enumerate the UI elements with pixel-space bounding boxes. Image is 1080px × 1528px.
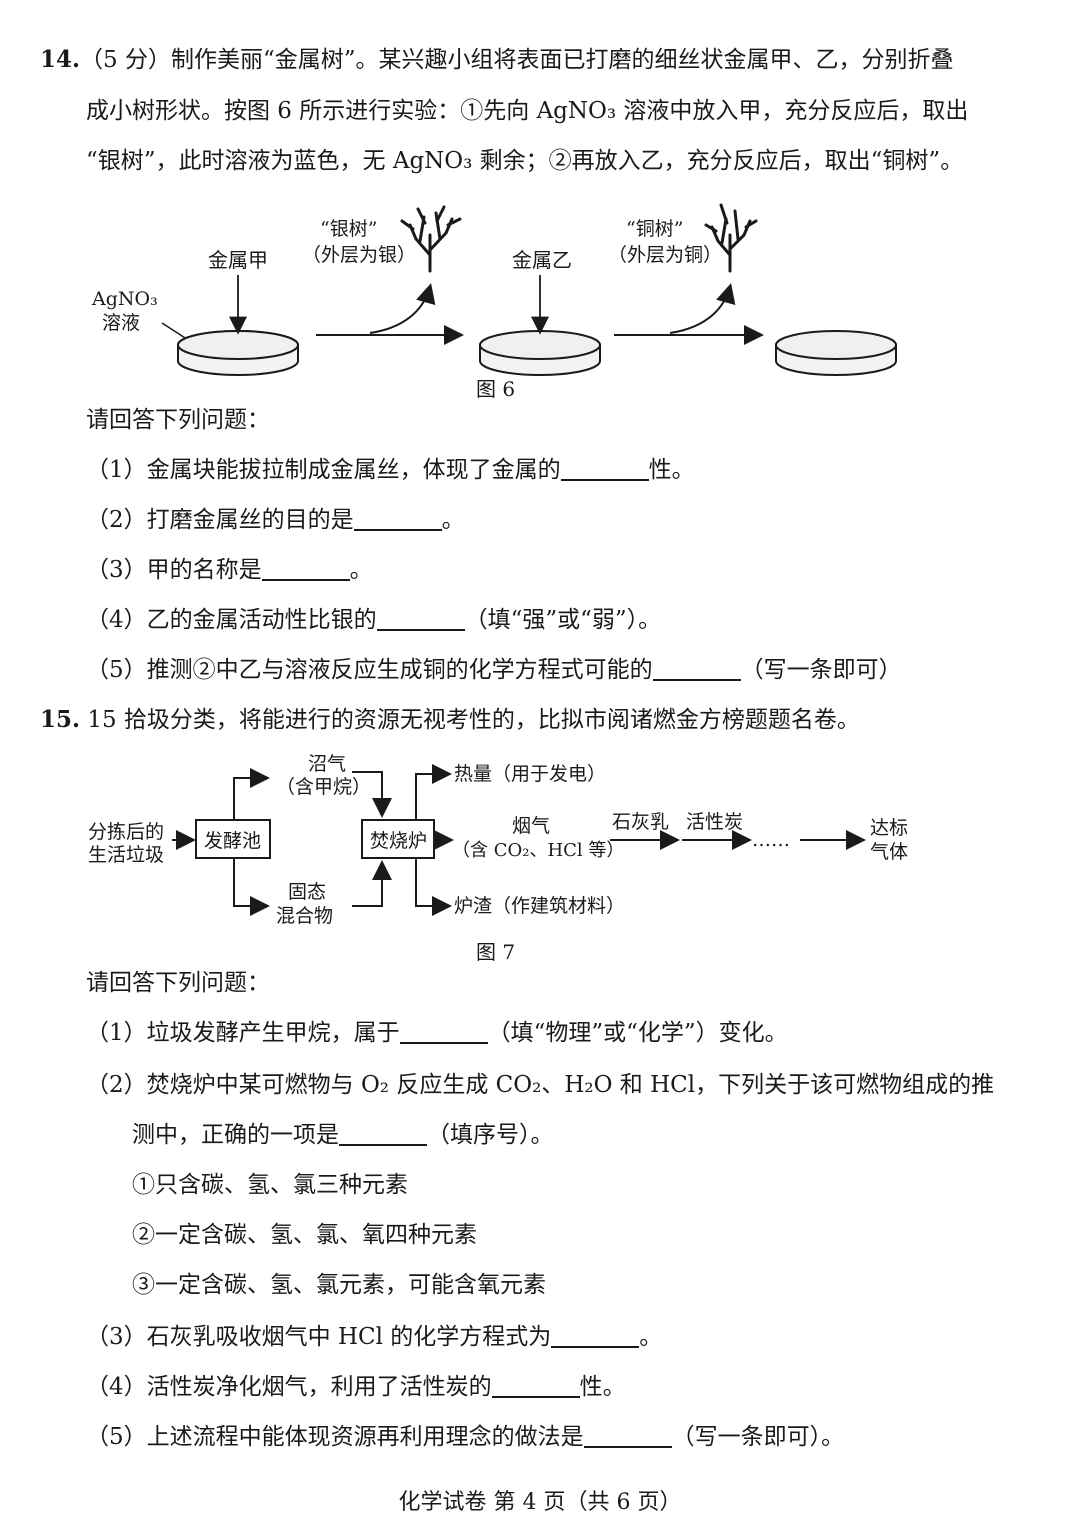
clean-gas-label-2: 气体 <box>870 841 908 863</box>
q15-sub-2-end: （填序号）。 <box>427 1122 554 1148</box>
flue-gas-label: 烟气 <box>512 815 550 837</box>
biogas-note: （含甲烷） <box>276 776 371 798</box>
q14-answer-blank-3[interactable] <box>261 557 350 581</box>
figure-7-flowchart: 分拣后的 生活垃圾 发酵池 沼气 （含甲烷） 固态 混合物 焚烧炉 热量（用于发… <box>88 753 908 927</box>
q14-answer-blank-2[interactable] <box>353 507 442 531</box>
q15-sub-4-end: 性。 <box>579 1374 626 1400</box>
q15-sub-2-line-2: 测中，正确的一项是 （填序号）。 <box>132 1120 554 1150</box>
q14-sub-2: （2）打磨金属丝的目的是 。 <box>86 505 465 535</box>
solution-label: 溶液 <box>102 312 140 334</box>
q14-prompt: 请回答下列问题： <box>86 407 270 433</box>
q14-sub-4: （4）乙的金属活动性比银的 （填“强”或“弱”）。 <box>86 605 661 635</box>
lime-milk-label: 石灰乳 <box>612 811 669 833</box>
q14-answer-blank-4[interactable] <box>376 607 465 631</box>
q15-sub-2-line-1: （2）焚烧炉中某可燃物与 O₂ 反应生成 CO₂、H₂O 和 HCl，下列关于该… <box>86 1072 995 1098</box>
q15-answer-blank-4[interactable] <box>491 1374 580 1398</box>
silver-tree-note: （外层为银） <box>302 244 416 266</box>
dish-1 <box>177 330 299 376</box>
q14-sub-2-text: （2）打磨金属丝的目的是 <box>86 507 354 533</box>
q15-sub-5-end: （写一条即可）。 <box>671 1424 845 1450</box>
q15-answer-blank-1[interactable] <box>399 1020 488 1044</box>
remove-arrow-2 <box>669 283 736 334</box>
q14-sub-5-text: （5）推测②中乙与溶液反应生成铜的化学方程式可能的 <box>86 657 653 683</box>
incinerator-label: 焚烧炉 <box>370 830 427 852</box>
q15-sub-3-end: 。 <box>639 1324 663 1350</box>
dish-2 <box>479 330 601 376</box>
waste-input-label-2: 生活垃圾 <box>88 844 164 866</box>
q15-sub-1: （1）垃圾发酵产生甲烷，属于 （填“物理”或“化学”）变化。 <box>86 1018 788 1048</box>
q14-sub-4-end: （填“强”或“弱”）。 <box>464 607 662 633</box>
q15-answer-blank-3[interactable] <box>551 1324 640 1348</box>
waste-input-label: 分拣后的 <box>88 821 164 843</box>
copper-tree-icon <box>704 203 758 273</box>
q14-sub-3-end: 。 <box>349 557 373 583</box>
q14-sub-5-end: （写一条即可） <box>740 657 902 683</box>
q15-option-2: ②一定含碳、氢、氯、氧四种元素 <box>132 1222 477 1248</box>
copper-tree-note: （外层为铜） <box>608 244 722 266</box>
biogas-label: 沼气 <box>308 753 346 775</box>
heat-output-label: 热量（用于发电） <box>454 763 606 785</box>
agno3-label: AgNO₃ <box>91 288 158 310</box>
remove-arrow-1 <box>369 283 436 334</box>
slag-output-label: 炉渣（作建筑材料） <box>454 895 625 917</box>
q15-option-1: ①只含碳、氢、氯三种元素 <box>132 1172 408 1198</box>
figure-6-caption: 图 6 <box>476 377 516 401</box>
ferment-tank-label: 发酵池 <box>204 830 261 852</box>
q14-answer-blank-1[interactable] <box>560 457 649 481</box>
figure-7-caption: 图 7 <box>476 940 516 964</box>
q15-option-3: ③一定含碳、氢、氯元素，可能含氧元素 <box>132 1272 546 1298</box>
incinerator-box <box>361 819 435 859</box>
q14-sub-5: （5）推测②中乙与溶液反应生成铜的化学方程式可能的 （写一条即可） <box>86 655 902 685</box>
q15-sub-3: （3）石灰乳吸收烟气中 HCl 的化学方程式为 。 <box>86 1322 662 1352</box>
q14-sub-1-text: （1）金属块能拔拉制成金属丝，体现了金属的 <box>86 457 561 483</box>
metal-a-label: 金属甲 <box>208 248 268 272</box>
q14-line-2: 成小树形状。按图 6 所示进行实验：①先向 AgNO₃ 溶液中放入甲，充分反应后… <box>86 98 969 124</box>
dish-3 <box>775 330 897 376</box>
q15-sub-5-text: （5）上述流程中能体现资源再利用理念的做法是 <box>86 1424 584 1450</box>
q14-sub-3-text: （3）甲的名称是 <box>86 557 262 583</box>
q14-number: 14. <box>40 46 81 73</box>
solid-mix-label-2: 混合物 <box>276 905 333 927</box>
q14-answer-blank-5[interactable] <box>652 657 741 681</box>
metal-b-label: 金属乙 <box>512 248 572 272</box>
solid-mix-label: 固态 <box>288 881 326 903</box>
q14-sub-2-end: 。 <box>441 507 465 533</box>
q15-sub-4-text: （4）活性炭净化烟气，利用了活性炭的 <box>86 1374 492 1400</box>
q15-line-1: 15. 15 拾圾分类，将能进行的资源无视考性的，比拟市阅诸燃金方榜题题名卷。 <box>40 705 860 735</box>
q15-number: 15. <box>40 706 81 733</box>
q15-prompt: 请回答下列问题： <box>86 970 270 996</box>
q14-sub-3: （3）甲的名称是 。 <box>86 555 373 585</box>
q14-line-3: “银树”，此时溶液为蓝色，无 AgNO₃ 剩余；②再放入乙，充分反应后，取出“铜… <box>86 148 964 174</box>
q15-sub-1-text: （1）垃圾发酵产生甲烷，属于 <box>86 1020 400 1046</box>
q15-answer-blank-2[interactable] <box>339 1122 427 1146</box>
page-footer: 化学试卷 第 4 页（共 6 页） <box>398 1490 682 1515</box>
q15-answer-blank-5[interactable] <box>583 1424 672 1448</box>
q14-sub-1: （1）金属块能拔拉制成金属丝，体现了金属的 性。 <box>86 455 695 485</box>
q15-sub-5: （5）上述流程中能体现资源再利用理念的做法是 （写一条即可）。 <box>86 1422 844 1452</box>
active-carbon-label: 活性炭 <box>686 811 743 833</box>
q14-sub-4-text: （4）乙的金属活动性比银的 <box>86 607 377 633</box>
q15-sub-3-text: （3）石灰乳吸收烟气中 HCl 的化学方程式为 <box>86 1324 552 1350</box>
q15-sub-2-text: 测中，正确的一项是 <box>132 1122 339 1148</box>
clean-gas-label: 达标 <box>870 817 908 839</box>
q14-line-1: 14.（5 分）制作美丽“金属树”。某兴趣小组将表面已打磨的细丝状金属甲、乙，分… <box>40 45 953 75</box>
q15-sub-4: （4）活性炭净化烟气，利用了活性炭的 性。 <box>86 1372 626 1402</box>
ellipsis-label: …… <box>752 829 790 851</box>
figure-6-diagram: AgNO₃ 溶液 金属甲 “银树” （外层为银） <box>91 203 897 376</box>
silver-tree-label: “银树” <box>320 218 377 240</box>
q15-stem-1: 15 拾圾分类，将能进行的资源无视考性的，比拟市阅诸燃金方榜题题名卷。 <box>87 707 860 733</box>
q14-sub-1-end: 性。 <box>648 457 695 483</box>
silver-tree-icon <box>400 205 462 273</box>
q15-sub-1-end: （填“物理”或“化学”）变化。 <box>487 1020 788 1046</box>
copper-tree-label: “铜树” <box>626 218 683 240</box>
q14-stem-1: （5 分）制作美丽“金属树”。某兴趣小组将表面已打磨的细丝状金属甲、乙，分别折叠 <box>80 47 954 73</box>
flue-gas-note: （含 CO₂、HCl 等） <box>452 840 624 861</box>
